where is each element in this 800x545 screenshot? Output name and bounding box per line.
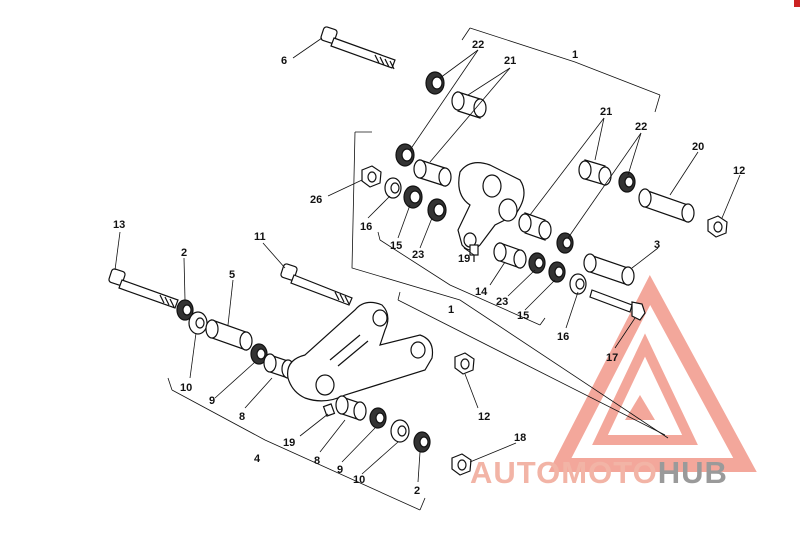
callout-2-left: 2 (181, 247, 187, 259)
callout-12-bottom: 12 (478, 411, 490, 423)
corner-marker (794, 0, 800, 7)
assembly-brackets (167, 27, 669, 511)
callout-6: 6 (281, 55, 287, 67)
callout-13: 13 (113, 219, 125, 231)
nut-12-bottom (454, 352, 475, 375)
callout-9-bottom: 9 (337, 464, 343, 476)
bolt-17 (589, 289, 646, 321)
bolt-6 (320, 26, 396, 70)
seal-22-right (618, 171, 636, 193)
bushing-21-center (518, 212, 552, 241)
washer-16-right (569, 273, 587, 295)
nut-18 (451, 453, 472, 476)
bolt-11 (280, 263, 353, 306)
callout-1-top: 1 (572, 49, 578, 61)
seal-15-right (548, 261, 566, 283)
spacer-3 (583, 253, 635, 286)
leader-lines (114, 37, 741, 483)
callout-21-right: 21 (600, 106, 612, 118)
callout-19-left: 19 (283, 437, 295, 449)
washer-16-left (384, 177, 402, 199)
callout-10-bottom: 10 (353, 474, 365, 486)
callout-3: 3 (654, 239, 660, 251)
grease-nipple-19-left (322, 403, 336, 417)
spacer-20 (638, 188, 695, 223)
seal-2-bottom (413, 431, 431, 453)
callout-1-mid: 1 (448, 304, 454, 316)
callout-10-left: 10 (180, 382, 192, 394)
callout-23-right: 23 (496, 296, 508, 308)
callout-9-left: 9 (209, 395, 215, 407)
seal-22-left (395, 143, 415, 167)
callout-22-right: 22 (635, 121, 647, 133)
callout-21-left: 21 (504, 55, 516, 67)
callout-22-left: 22 (472, 39, 484, 51)
callout-26: 26 (310, 194, 322, 206)
bushing-21-left (413, 159, 452, 187)
nut-26 (361, 165, 382, 188)
seal-22-top (425, 71, 445, 95)
washer-10-left (188, 311, 208, 335)
bushing-14 (493, 242, 527, 269)
callout-labels: 1 1 2 2 3 4 5 6 8 8 9 9 10 10 11 12 12 1… (113, 39, 745, 497)
seal-15-left (403, 185, 423, 209)
callout-16-left: 16 (360, 221, 372, 233)
callout-12-right: 12 (733, 165, 745, 177)
seal-22-center (556, 232, 574, 254)
seal-9-left (250, 343, 268, 365)
tie-rod-4 (287, 301, 434, 402)
bearing-23-right (528, 252, 546, 274)
spacer-5 (205, 319, 253, 351)
parts (108, 26, 728, 476)
bolt-13 (108, 268, 179, 309)
automotohub-watermark: AUTOMOTOHUB (470, 455, 800, 495)
callout-4: 4 (254, 453, 261, 465)
callout-2-bottom: 2 (414, 485, 420, 497)
callout-15-right: 15 (517, 310, 529, 322)
watermark-part-auto: AUTO (470, 455, 562, 490)
callout-15-left: 15 (390, 240, 402, 252)
callout-11: 11 (254, 231, 266, 243)
nut-12-right (707, 215, 728, 238)
callout-16-right: 16 (557, 331, 569, 343)
callout-18: 18 (514, 432, 526, 444)
watermark-part-hub: HUB (657, 455, 728, 490)
bushing-8-bottom (335, 395, 367, 421)
callout-14: 14 (475, 286, 488, 298)
bushing-21-top (451, 91, 487, 119)
callout-17: 17 (606, 352, 618, 364)
watermark-part-moto: MOTO (561, 455, 658, 490)
washer-10-bottom (390, 419, 410, 443)
callout-23-left: 23 (412, 249, 424, 261)
rocker-arm-1 (457, 162, 525, 251)
bushing-21-right (578, 159, 612, 186)
callout-5: 5 (229, 269, 235, 281)
callout-8-bottom: 8 (314, 455, 320, 467)
bearing-23-left (427, 198, 447, 222)
watermark-triangle-logo (548, 275, 757, 472)
callout-19-mid: 19 (458, 253, 470, 265)
callout-20: 20 (692, 141, 704, 153)
callout-8-left: 8 (239, 411, 245, 423)
seal-9-bottom (369, 407, 387, 429)
